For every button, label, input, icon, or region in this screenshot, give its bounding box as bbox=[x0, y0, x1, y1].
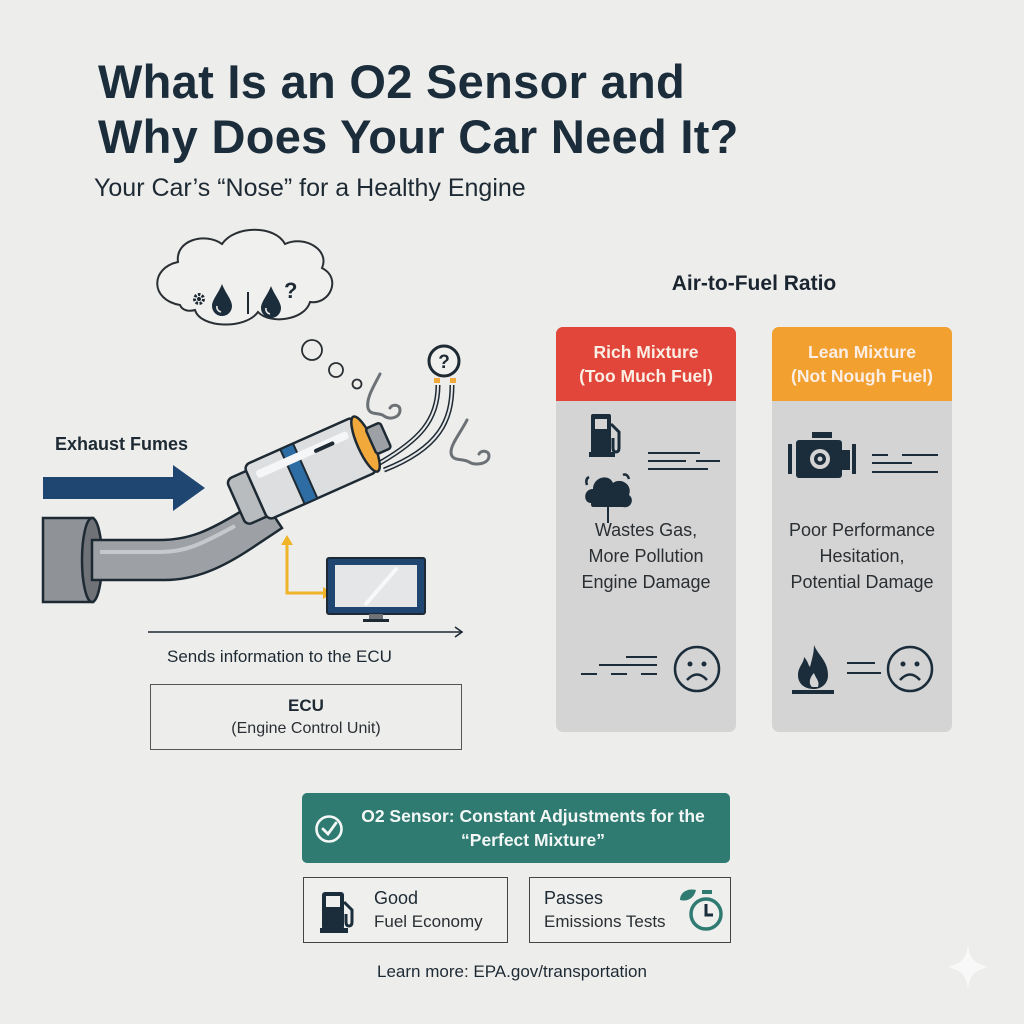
banner-line-1: O2 Sensor: Constant Adjustments for the bbox=[361, 806, 705, 826]
emissions-benefit: Passes Emissions Tests bbox=[529, 877, 731, 943]
gear-icon bbox=[193, 293, 205, 305]
benefit-title: Good bbox=[374, 888, 419, 908]
dashed-lines-icon bbox=[581, 656, 657, 675]
divider-icon bbox=[247, 292, 249, 314]
fuel-economy-benefit: Good Fuel Economy bbox=[303, 877, 508, 943]
ratio-title: Air-to-Fuel Ratio bbox=[671, 272, 837, 295]
exhaust-fumes-label: Exhaust Fumes bbox=[55, 434, 189, 454]
desc-line: Hesitation, bbox=[819, 546, 905, 566]
svg-text:?: ? bbox=[438, 352, 450, 373]
smoke-cloud-icon bbox=[585, 473, 632, 523]
engine-icon bbox=[788, 432, 856, 478]
lean-mixture-description: Poor Performance Hesitation, Potential D… bbox=[772, 517, 952, 595]
flame-icon bbox=[792, 645, 834, 694]
fuel-drop-icon bbox=[261, 286, 281, 318]
learn-more-link[interactable]: Learn more: EPA.gov/transportation bbox=[377, 962, 647, 981]
desc-line: Engine Damage bbox=[581, 572, 711, 592]
nose-icon bbox=[449, 418, 491, 466]
fuel-pump-icon bbox=[320, 892, 354, 933]
page-title: What Is an O2 Sensor and Why Does Your C… bbox=[98, 54, 918, 164]
rich-mixture-card: Rich Mixture (Too Much Fuel) Wastes Gas,… bbox=[556, 327, 736, 732]
exhaust-arrow-icon bbox=[43, 465, 205, 511]
fuel-drop-icon bbox=[212, 284, 232, 316]
lean-mixture-subtitle: (Not Nough Fuel) bbox=[791, 366, 933, 386]
desc-line: Wastes Gas, bbox=[594, 520, 698, 540]
monitor-icon bbox=[326, 557, 426, 622]
sad-face-icon bbox=[673, 645, 721, 693]
question-mark: ? bbox=[284, 278, 298, 303]
lean-mixture-card: Lean Mixture (Not Nough Fuel) Poor Perfo… bbox=[772, 327, 952, 732]
lean-mixture-header: Lean Mixture (Not Nough Fuel) bbox=[772, 327, 952, 401]
sad-face-icon bbox=[886, 645, 934, 693]
motion-lines-icon bbox=[872, 454, 938, 473]
banner-text: O2 Sensor: Constant Adjustments for the … bbox=[327, 804, 705, 852]
benefit-title: Passes bbox=[544, 888, 604, 908]
page-subtitle: Your Car’s “Nose” for a Healthy Engine bbox=[94, 174, 526, 202]
motion-lines-icon bbox=[648, 452, 720, 470]
desc-line: Poor Performance bbox=[788, 520, 936, 540]
fuel-pump-icon bbox=[589, 414, 621, 457]
nose-icon bbox=[366, 372, 402, 420]
emissions-text: Passes Emissions Tests bbox=[544, 886, 666, 934]
title-line-2: Why Does Your Car Need It? bbox=[98, 110, 739, 163]
ecu-box: ECU (Engine Control Unit) bbox=[150, 684, 462, 750]
sparkle-icon bbox=[948, 945, 988, 989]
flow-arrow bbox=[148, 626, 464, 638]
rich-mixture-description: Wastes Gas, More Pollution Engine Damage bbox=[556, 517, 736, 595]
rich-mixture-subtitle: (Too Much Fuel) bbox=[579, 366, 713, 386]
lean-mixture-title: Lean Mixture bbox=[808, 342, 916, 362]
desc-line: More Pollution bbox=[588, 546, 704, 566]
perfect-mixture-banner: O2 Sensor: Constant Adjustments for the … bbox=[302, 793, 730, 863]
ecu-subtitle: (Engine Control Unit) bbox=[231, 720, 381, 737]
banner-line-2: “Perfect Mixture” bbox=[461, 830, 605, 850]
question-circle-icon: ? bbox=[427, 344, 461, 378]
rich-mixture-header: Rich Mixture (Too Much Fuel) bbox=[556, 327, 736, 401]
benefit-subtitle: Emissions Tests bbox=[544, 912, 666, 931]
title-line-1: What Is an O2 Sensor and bbox=[98, 55, 685, 108]
eco-stopwatch-icon bbox=[680, 889, 723, 931]
fuel-economy-text: Good Fuel Economy bbox=[374, 886, 483, 934]
desc-line: Potential Damage bbox=[790, 572, 934, 592]
equals-icon bbox=[847, 662, 881, 674]
check-circle-icon bbox=[315, 815, 343, 843]
rich-mixture-title: Rich Mixture bbox=[593, 342, 699, 362]
sends-info-label: Sends information to the ECU bbox=[167, 647, 392, 666]
benefit-subtitle: Fuel Economy bbox=[374, 912, 483, 931]
ecu-title: ECU bbox=[288, 696, 324, 715]
